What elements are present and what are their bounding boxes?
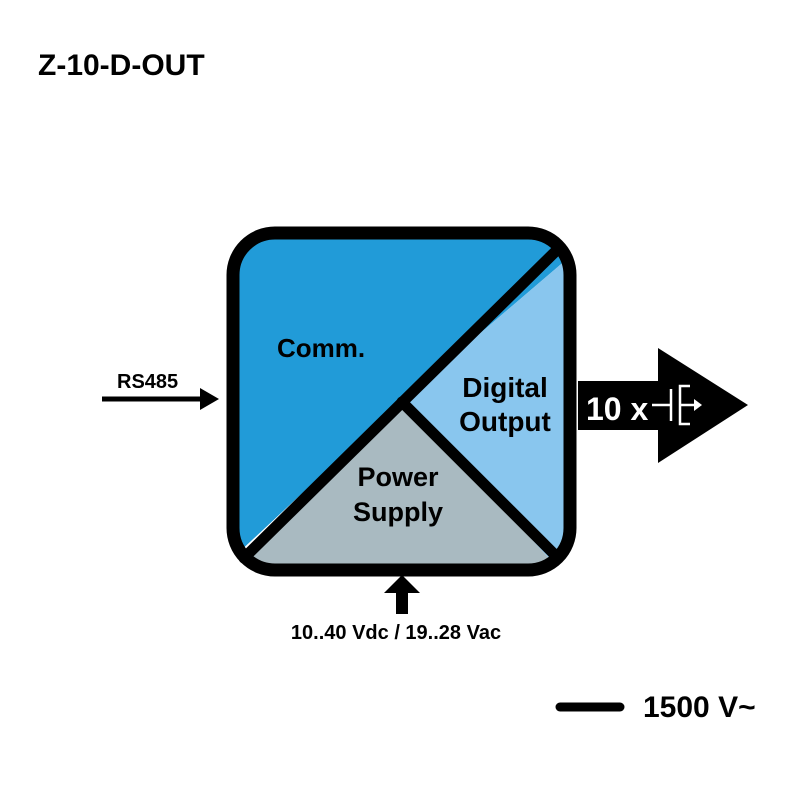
power-supply-label-line2: Supply	[353, 497, 443, 527]
rs485-label: RS485	[117, 371, 178, 393]
divider-right	[396, 396, 562, 562]
rs485-input-arrow	[102, 388, 219, 410]
power-supply-label-line1: Power	[357, 462, 439, 492]
power-supply-voltage-label: 10..40 Vdc / 19..28 Vac	[291, 622, 501, 644]
module-block	[226, 226, 577, 577]
digital-output-label-line1: Digital	[462, 372, 548, 403]
digital-output-section	[402, 248, 570, 570]
power-supply-arrow	[384, 575, 420, 614]
output-count-label: 10 x	[586, 391, 648, 427]
comm-label: Comm.	[277, 333, 365, 363]
page-title: Z-10-D-OUT	[38, 49, 205, 82]
power-supply-section	[233, 400, 560, 570]
transistor-output-icon	[652, 384, 702, 426]
comm-section	[233, 233, 570, 570]
module-outline	[226, 226, 577, 577]
isolation-voltage-label: 1500 V~	[643, 691, 756, 724]
digital-output-label-line2: Output	[459, 406, 551, 437]
